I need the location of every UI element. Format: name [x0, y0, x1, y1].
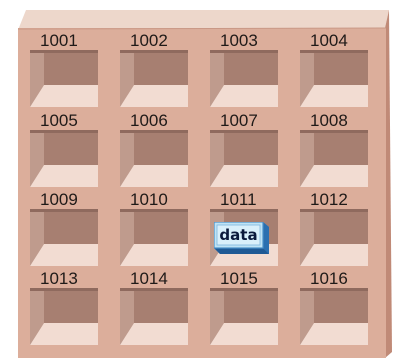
- slot-top-shadow: [30, 209, 98, 212]
- mail-slot: [30, 288, 98, 345]
- slot-label: 1003: [220, 32, 258, 49]
- slot-top-shadow: [300, 50, 368, 53]
- slot-label: 1009: [40, 191, 78, 208]
- slot-top-shadow: [210, 209, 278, 212]
- slot-label: 1013: [40, 270, 78, 287]
- mail-slot: [300, 288, 368, 345]
- mail-slot: [30, 50, 98, 107]
- data-box-label: data: [214, 222, 263, 248]
- slot-top-shadow: [120, 50, 188, 53]
- slot-label: 1004: [310, 32, 348, 49]
- slot-label: 1010: [130, 191, 168, 208]
- mail-slot: [120, 50, 188, 107]
- data-box: data: [214, 222, 269, 254]
- slot-label: 1002: [130, 32, 168, 49]
- mail-slot: [210, 130, 278, 187]
- slot-top-shadow: [120, 288, 188, 291]
- slot-top-shadow: [210, 130, 278, 133]
- slot-label: 1005: [40, 112, 78, 129]
- slot-label: 1014: [130, 270, 168, 287]
- mail-slot: [120, 130, 188, 187]
- slot-top-shadow: [120, 209, 188, 212]
- mail-slot: [300, 50, 368, 107]
- mail-slot: [30, 209, 98, 266]
- slot-label: 1007: [220, 112, 258, 129]
- slot-top-shadow: [300, 288, 368, 291]
- slot-label: 1006: [130, 112, 168, 129]
- mail-slot: [120, 288, 188, 345]
- cabinet-top: [18, 10, 389, 30]
- slot-top-shadow: [300, 130, 368, 133]
- slot-top-shadow: [300, 209, 368, 212]
- slot-top-shadow: [30, 50, 98, 53]
- slot-label: 1015: [220, 270, 258, 287]
- mail-slot: [300, 209, 368, 266]
- slot-top-shadow: [210, 288, 278, 291]
- mail-slot: [210, 288, 278, 345]
- slot-top-shadow: [210, 50, 278, 53]
- slot-label: 1001: [40, 32, 78, 49]
- slot-top-shadow: [30, 288, 98, 291]
- mail-slot: [210, 50, 278, 107]
- cabinet-side: [385, 10, 392, 358]
- mail-slot: [30, 130, 98, 187]
- slot-label: 1008: [310, 112, 348, 129]
- slot-label: 1016: [310, 270, 348, 287]
- mail-slot: [300, 130, 368, 187]
- slot-top-shadow: [120, 130, 188, 133]
- slot-label: 1011: [220, 191, 257, 208]
- slot-top-shadow: [30, 130, 98, 133]
- mail-slot: [120, 209, 188, 266]
- slot-label: 1012: [310, 191, 348, 208]
